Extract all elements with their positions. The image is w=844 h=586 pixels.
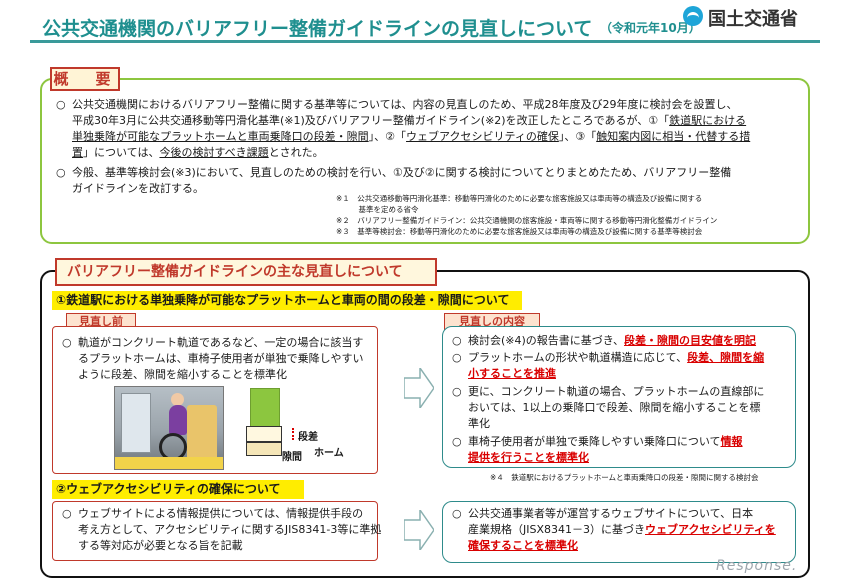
page-date: （令和元年10月） (600, 21, 701, 35)
after-item-4: 車椅子使用者が単独で乗降しやすい乗降口について情報 (468, 434, 743, 450)
ministry-logo-icon (683, 6, 703, 26)
person-head (171, 393, 184, 406)
overview-note-2: ※２ バリアフリー整備ガイドライン：公共交通機関の旅客施設・車両等に関する移動等… (336, 216, 718, 225)
section2-after-line-2b: ウェブアクセシビリティを (645, 523, 776, 536)
overview-p1-line2a: 平成30年3月に公共交通移動等円滑化基準(※1)及びバリアフリー整備ガイドライン… (72, 114, 670, 127)
train-seat (187, 405, 217, 461)
overview-p1-line4d: とされた。 (268, 146, 324, 159)
after-item-2a: プラットホームの形状や軌道構造に応じて、 (468, 351, 688, 364)
diagram-home-label: ホーム (314, 448, 344, 459)
section2-before-line-2: 考え方として、アクセシビリティに関するJIS8341-3等に準拠 (78, 523, 382, 536)
after-item-4c: 提供を行うことを標準化 (468, 451, 589, 464)
watermark-logo: Response. (716, 558, 798, 574)
after-item-2: プラットホームの形状や軌道構造に応じて、段差、隙間を縮 (468, 350, 764, 366)
before-line-2: るプラットホームは、車椅子使用者が単独で乗降しやすい (78, 352, 364, 365)
arrow-right-icon-2 (404, 510, 434, 550)
overview-p1-line4: 置」については、今後の検討すべき課題とされた。 (72, 145, 324, 161)
train-floor-shape (246, 426, 282, 442)
overview-p1-line2b: 鉄道駅における (669, 114, 747, 127)
overview-note-1b: 基準を定める省令 (336, 205, 419, 214)
overview-p2-line2: ガイドラインを改訂する。 (72, 182, 204, 195)
title-divider (30, 40, 820, 43)
overview-note-1: ※１ 公共交通移動等円滑化基準：移動等円滑化のために必要な旅客施設又は車両等の構… (336, 194, 703, 203)
overview-p1-line3d: 」、③「 (558, 130, 597, 143)
section2-after-line-3-text: 確保することを標準化 (468, 539, 578, 552)
overview-p1-line3: 単独乗降が可能なプラットホームと車両乗降口の段差・隙間」、②「ウェブアクセシビリ… (72, 129, 750, 145)
diagram-gap-label: 隙間 (282, 452, 302, 463)
section2-after-bullet: ○ (452, 507, 462, 520)
before-bullet: ○ (62, 336, 72, 349)
after-bullet-4: ○ (452, 435, 462, 448)
note-4: ※４ 鉄道駅におけるプラットホームと車両乗降口の段差・隙間に関する検討会 (490, 473, 759, 482)
after-item-2-cont: 小することを推進 (468, 366, 556, 382)
overview-p1-line3e: 触知案内図に相当・代替する措 (596, 130, 751, 143)
overview-bullet-1: ○ (56, 98, 66, 111)
overview-p1-line4c: 今後の検討すべき課題 (159, 146, 269, 159)
section2-after-line-2: 産業規格（JISX8341－3）に基づきウェブアクセシビリティを (468, 522, 776, 538)
overview-p2-line1: 今般、基準等検討会(※3)において、見直しのための検討を行い、①及び②に関する検… (72, 166, 732, 179)
after-item-2c: 小することを推進 (468, 367, 556, 380)
step-marker (292, 428, 294, 440)
after-item-3a: 更に、コンクリート軌道の場合、プラットホームの直線部に (468, 385, 765, 398)
overview-note-3: ※３ 基準等検討会：移動等円滑化のために必要な旅客施設又は車両等の構造及び設備に… (336, 227, 703, 236)
section2-before-bullet: ○ (62, 507, 72, 520)
overview-p1-line3b: 」、②「 (368, 130, 407, 143)
after-item-1: 検討会(※4)の報告書に基づき、段差・隙間の目安値を明記 (468, 333, 756, 349)
section2-after-line-3: 確保することを標準化 (468, 538, 578, 554)
after-item-3b: おいては、1以上の乗降口で段差、隙間を縮小することを標 (468, 401, 761, 414)
after-panel (442, 326, 796, 468)
after-item-1a: 検討会(※4)の報告書に基づき、 (468, 334, 625, 347)
overview-box (40, 78, 810, 244)
section2-before-line-1: ウェブサイトによる情報提供については、情報提供手段の (78, 507, 364, 520)
section2-band: ②ウェブアクセシビリティの確保について (52, 480, 304, 499)
main-title: バリアフリー整備ガイドラインの主な見直しについて (55, 258, 437, 286)
section2-after-line-2a: 産業規格（JISX8341－3）に基づき (468, 523, 645, 536)
after-bullet-2: ○ (452, 351, 462, 364)
before-line-3: ように段差、隙間を縮小することを標準化 (78, 368, 287, 381)
overview-p1-line4a: 置 (72, 146, 83, 159)
overview-tag: 概 要 (50, 67, 120, 91)
diagram-step-label: 段差 (298, 432, 318, 443)
section2-before-panel (52, 501, 378, 561)
section1-band: ①鉄道駅における単独乗降が可能なプラットホームと車両の間の段差・隙間について (52, 291, 522, 310)
after-item-4b: 情報 (720, 435, 743, 448)
after-item-4-cont: 提供を行うことを標準化 (468, 450, 589, 466)
platform-floor (115, 457, 223, 469)
arrow-right-icon (404, 368, 434, 408)
overview-p1-line3a: 単独乗降が可能なプラットホームと車両乗降口の段差・隙間 (72, 130, 369, 143)
after-item-1b: 段差・隙間の目安値を明記 (624, 334, 757, 347)
overview-notes: ※１ 公共交通移動等円滑化基準：移動等円滑化のために必要な旅客施設又は車両等の構… (336, 193, 717, 237)
wheelchair-user (169, 405, 187, 435)
overview-p1-line3c: ウェブアクセシビリティの確保 (406, 130, 559, 143)
section2-after-line-1: 公共交通事業者等が運営するウェブサイトについて、日本 (468, 507, 754, 520)
overview-p1-line4b: 」については、 (83, 146, 160, 159)
page-title: 公共交通機関のバリアフリー整備ガイドラインの見直しについて (42, 18, 593, 40)
section2-before-line-3: する等対応が必要となる旨を記載 (78, 539, 243, 552)
after-item-4a: 車椅子使用者が単独で乗降しやすい乗降口について (468, 435, 721, 448)
platform-shape (246, 442, 282, 456)
after-bullet-1: ○ (452, 334, 462, 347)
after-item-3c: 準化 (468, 417, 490, 430)
overview-p1-line1: 公共交通機関におけるバリアフリー整備に関する基準等については、内容の見直しのため… (72, 98, 738, 111)
wheelchair-boarding-photo (114, 386, 224, 470)
overview-p1-line2: 平成30年3月に公共交通移動等円滑化基準(※1)及びバリアフリー整備ガイドライン… (72, 113, 746, 129)
step-gap-diagram: 段差 隙間 ホーム (244, 384, 354, 468)
train-door (121, 393, 151, 453)
before-line-1: 軌道がコンクリート軌道であるなど、一定の場合に該当す (78, 336, 364, 349)
after-bullet-3: ○ (452, 385, 462, 398)
ministry-name: 国土交通省 (708, 9, 798, 30)
overview-bullet-2: ○ (56, 166, 66, 179)
section2-after-panel (442, 501, 796, 563)
after-item-2b: 段差、隙間を縮 (687, 351, 765, 364)
